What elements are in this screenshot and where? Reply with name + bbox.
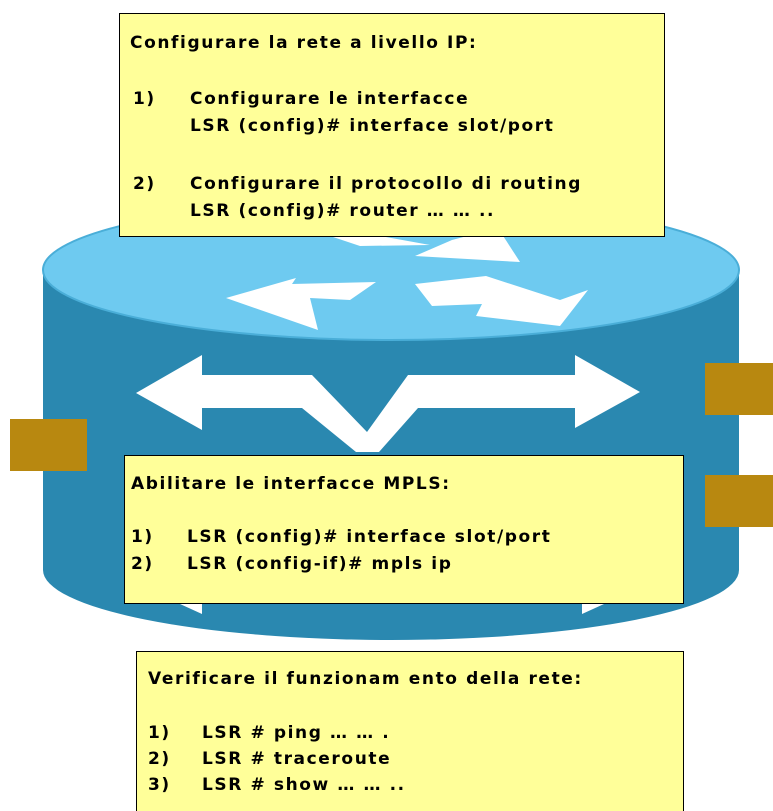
router-side-arrow-left — [136, 355, 640, 452]
note-verify-step3-number: 3) — [148, 775, 171, 795]
note-mpls-step2-number: 2) — [131, 554, 154, 574]
note-ip-title: Configurare la rete a livello IP: — [130, 33, 478, 53]
note-mpls-step1-number: 1) — [131, 527, 154, 547]
note-ip-step1-command: LSR (config)# interface slot/port — [190, 116, 555, 136]
note-verify-step2-command: LSR # traceroute — [202, 749, 392, 769]
note-verify-title: Verificare il funzionam ento della rete: — [148, 669, 583, 689]
router-top-arrow-lower-left — [226, 278, 376, 330]
note-mpls-title: Abilitare le interfacce MPLS: — [131, 474, 451, 494]
port-right-upper — [705, 363, 773, 415]
note-verify-step3-command: LSR # show … … .. — [202, 775, 406, 795]
note-ip-configuration: Configurare la rete a livello IP: 1) Con… — [119, 13, 665, 237]
note-ip-step2-text: Configurare il protocollo di routing — [190, 174, 582, 194]
router-top-arrow-lower-right — [415, 276, 588, 326]
note-verify-step1-number: 1) — [148, 723, 171, 743]
port-left — [10, 419, 87, 471]
note-mpls-step1-command: LSR (config)# interface slot/port — [187, 527, 552, 547]
router-side-arrow-lower-right — [582, 604, 604, 614]
note-verify-step2-number: 2) — [148, 749, 171, 769]
note-mpls-interfaces: Abilitare le interfacce MPLS: 1) LSR (co… — [124, 455, 684, 604]
note-mpls-step2-command: LSR (config-if)# mpls ip — [187, 554, 453, 574]
router-side-arrow-lower-left — [180, 604, 202, 614]
port-right-lower — [705, 475, 773, 527]
router-top-arrow-upper-left — [330, 236, 430, 246]
note-ip-step1-number: 1) — [133, 89, 156, 109]
note-verify-network: Verificare il funzionam ento della rete:… — [136, 651, 684, 811]
note-ip-step2-command: LSR (config)# router … … .. — [190, 201, 496, 221]
note-ip-step1-text: Configurare le interfacce — [190, 89, 470, 109]
note-ip-step2-number: 2) — [133, 174, 156, 194]
note-verify-step1-command: LSR # ping … … . — [202, 723, 391, 743]
